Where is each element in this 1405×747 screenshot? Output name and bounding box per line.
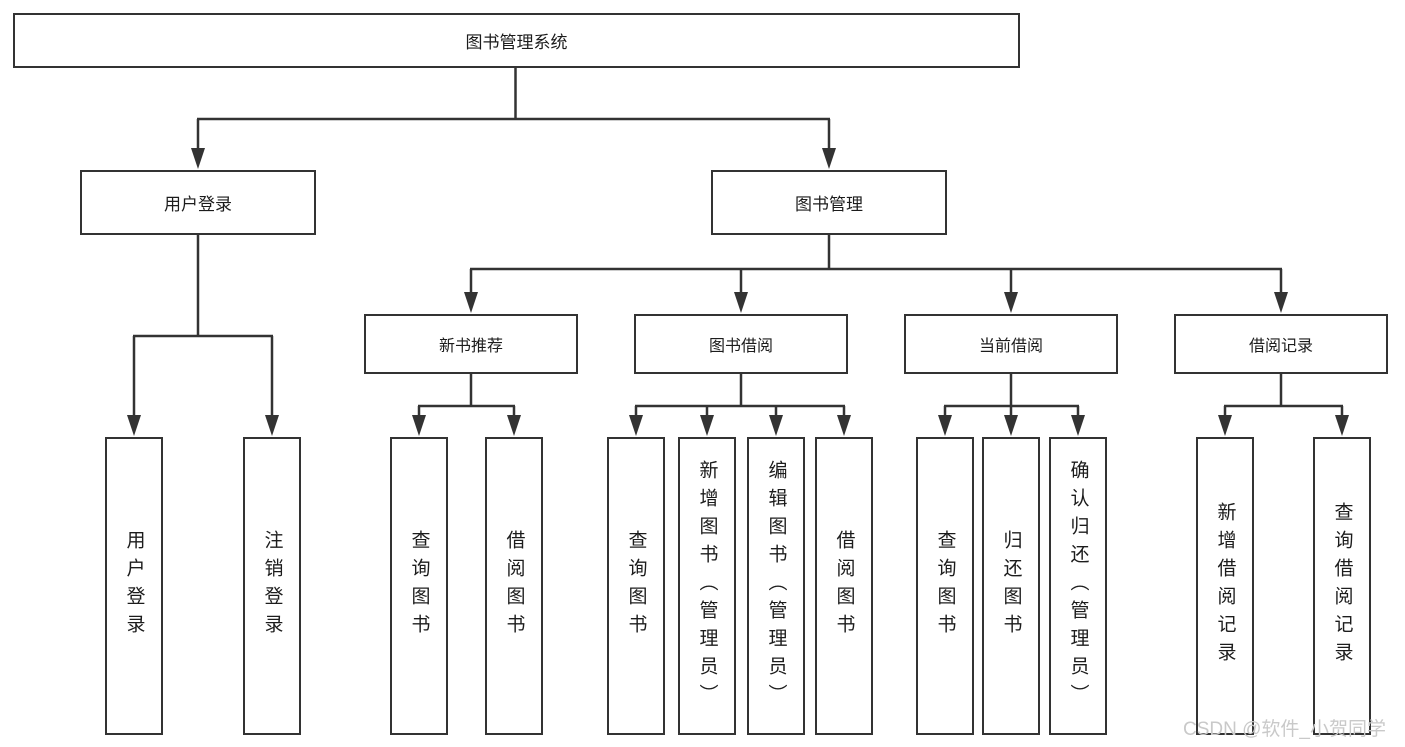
leaf-query-books-borrow-label: 查询图书	[625, 530, 647, 642]
node-book-borrow: 图书借阅	[634, 314, 848, 374]
node-library-system: 图书管理系统	[13, 13, 1020, 68]
leaf-user-login-label: 用户登录	[123, 530, 145, 642]
leaf-query-borrow-record-label: 查询借阅记录	[1331, 502, 1353, 670]
leaf-confirm-return-admin-label: 确认归还（管理员）	[1067, 460, 1089, 712]
leaf-borrow-books: 借阅图书	[815, 437, 873, 735]
leaf-add-borrow-record: 新增借阅记录	[1196, 437, 1254, 735]
leaf-return-books: 归还图书	[982, 437, 1040, 735]
leaf-return-books-label: 归还图书	[1000, 530, 1022, 642]
leaf-add-books-admin: 新增图书（管理员）	[678, 437, 736, 735]
leaf-query-books-recommend: 查询图书	[390, 437, 448, 735]
node-book-borrow-label: 图书借阅	[708, 338, 773, 355]
leaf-confirm-return-admin: 确认归还（管理员）	[1049, 437, 1107, 735]
leaf-logout: 注销登录	[243, 437, 301, 735]
node-new-book-recommend: 新书推荐	[364, 314, 578, 374]
node-library-system-label: 图书管理系统	[465, 33, 568, 52]
node-borrow-record-label: 借阅记录	[1248, 338, 1313, 355]
leaf-query-books-borrow: 查询图书	[607, 437, 665, 735]
leaf-query-books-current-label: 查询图书	[934, 530, 956, 642]
leaf-borrow-books-recommend-label: 借阅图书	[503, 530, 525, 642]
node-borrow-record: 借阅记录	[1174, 314, 1388, 374]
node-current-borrow: 当前借阅	[904, 314, 1118, 374]
leaf-query-books-recommend-label: 查询图书	[408, 530, 430, 642]
leaf-logout-label: 注销登录	[261, 530, 283, 642]
leaf-edit-books-admin-label: 编辑图书（管理员）	[765, 460, 787, 712]
node-user-login: 用户登录	[80, 170, 316, 235]
node-book-management: 图书管理	[711, 170, 947, 235]
leaf-add-borrow-record-label: 新增借阅记录	[1214, 502, 1236, 670]
node-current-borrow-label: 当前借阅	[978, 338, 1043, 355]
leaf-edit-books-admin: 编辑图书（管理员）	[747, 437, 805, 735]
leaf-user-login: 用户登录	[105, 437, 163, 735]
leaf-query-borrow-record: 查询借阅记录	[1313, 437, 1371, 735]
leaf-borrow-books-recommend: 借阅图书	[485, 437, 543, 735]
csdn-watermark: CSDN @软件_小贺同学	[1183, 719, 1386, 740]
node-new-book-recommend-label: 新书推荐	[438, 338, 503, 355]
node-book-management-label: 图书管理	[795, 195, 863, 214]
leaf-add-books-admin-label: 新增图书（管理员）	[696, 460, 718, 712]
leaf-borrow-books-label: 借阅图书	[833, 530, 855, 642]
node-user-login-label: 用户登录	[164, 195, 232, 214]
leaf-query-books-current: 查询图书	[916, 437, 974, 735]
